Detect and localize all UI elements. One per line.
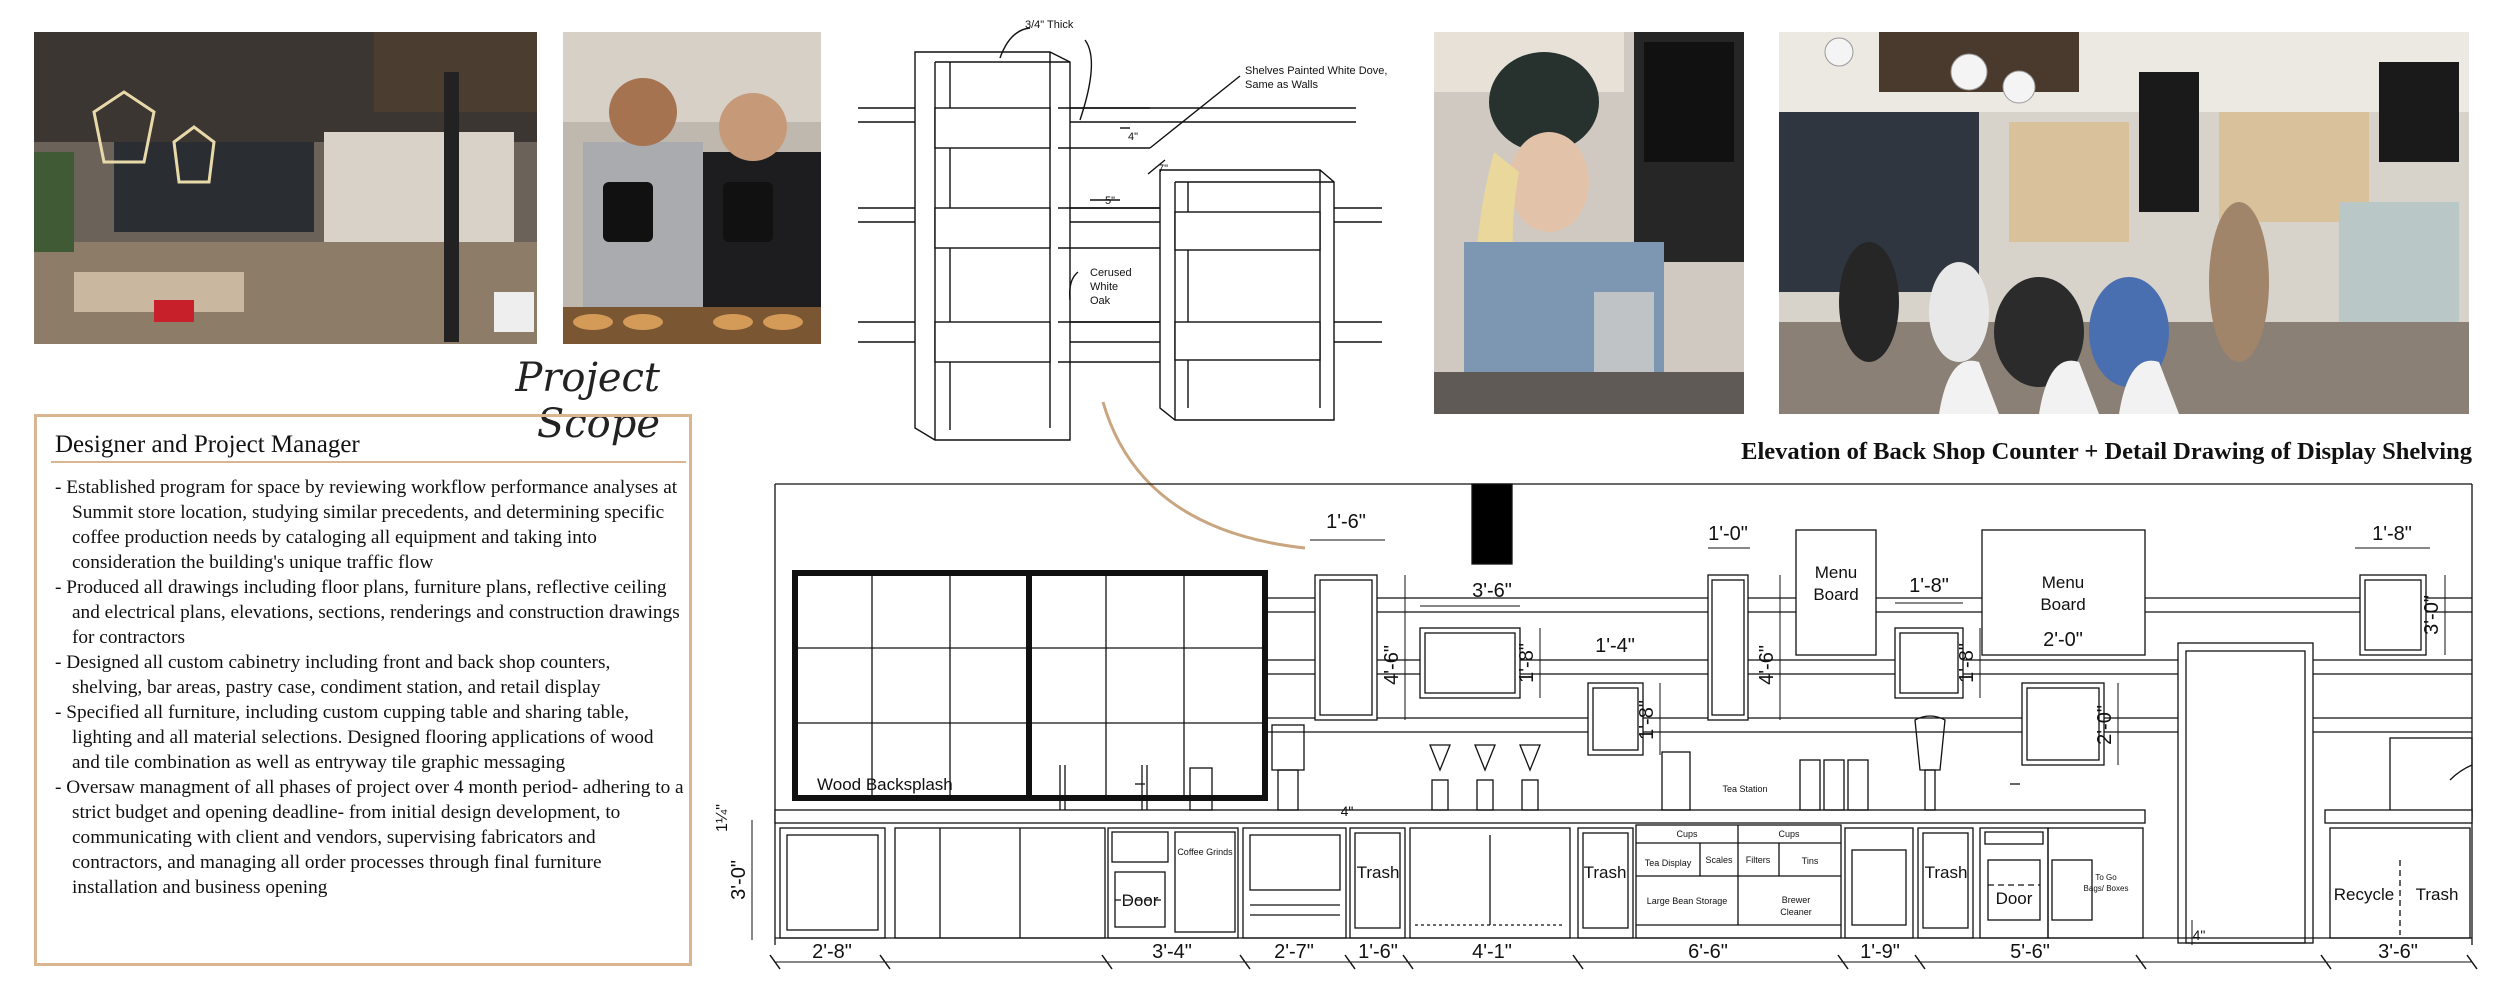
dim-left-small: 1¼" [714,804,731,832]
dim-bottom-3: 2'-7" [1274,941,1314,963]
label-painted-2: Same as Walls [1245,79,1318,91]
dim-bottom-7: 1'-9" [1860,941,1900,963]
trash-label-3: Trash [1925,863,1968,882]
dim-side-4: 4'-6" [1756,645,1778,685]
dim-side-2: 1'-8" [1516,643,1538,683]
label-painted: Shelves Painted White Dove, [1245,65,1387,77]
brewer-label: Brewer [1782,895,1811,905]
door-label-1: Door [1122,891,1159,910]
scope-item: Designed all custom cabinetry including … [55,650,685,700]
scope-item: Produced all drawings including floor pl… [55,575,685,650]
dim-left-height: 3'-0" [728,860,750,900]
cafe-interior-photo [34,32,537,344]
dim-top-5: 1'-8" [1909,575,1949,597]
menu-board-label-1a: Menu [1815,563,1858,582]
dim-4: 4" [1128,131,1138,143]
dim-bottom-1: 2'-8" [812,941,852,963]
cups-label-2: Cups [1778,829,1800,839]
cafe-patrons-counter-photo [1779,32,2469,414]
trash-label-1: Trash [1357,863,1400,882]
dim-7: 7" [1158,163,1168,175]
dim-bottom-5: 4'-1" [1472,941,1512,963]
label-thick: 3/4" Thick [1025,19,1074,31]
dim-bottom-8: 5'-6" [2010,941,2050,963]
dim-5: 5" [1105,195,1115,207]
dim-side-7: 3'-0" [2421,595,2443,635]
dim-top-1: 1'-6" [1326,511,1366,533]
label-wood-1: Cerused [1090,267,1132,279]
wood-backsplash-label: Wood Backsplash [817,775,953,794]
trash-label-4: Trash [2416,885,2459,904]
label-wood-2: White [1090,281,1118,293]
scope-divider [51,461,686,463]
barista-steaming-milk-photo [1434,32,1744,414]
cleaner-label: Cleaner [1780,907,1812,917]
menu-board-label-2a: Menu [2042,573,2085,592]
project-scope-title: Project Scope [515,355,660,447]
dim-4in-b: 4" [2193,927,2206,943]
dim-top-6: 2'-0" [2043,629,2083,651]
dim-bottom-9: 3'-6" [2378,941,2418,963]
tins-label: Tins [1802,856,1819,866]
dim-bottom-2: 3'-4" [1152,941,1192,963]
baristas-pour-over-photo [563,32,821,344]
tea-station-label: Tea Station [1722,784,1767,794]
trash-label-2: Trash [1584,863,1627,882]
bean-storage-label: Large Bean Storage [1647,896,1728,906]
scope-heading: Designer and Project Manager [55,431,360,458]
scope-item: Specified all furniture, including custo… [55,700,685,775]
tea-display-label: Tea Display [1645,858,1692,868]
scales-label: Scales [1705,855,1733,865]
project-scope-box: Designer and Project Manager Established… [34,414,692,966]
scope-list: Established program for space by reviewi… [55,475,685,900]
shelf-leader-arc [1101,401,1306,550]
scope-item: Established program for space by reviewi… [55,475,685,575]
dim-side-1: 4'-6" [1381,645,1403,685]
dim-side-5: 1'-8" [1956,643,1978,683]
dim-top-7: 1'-8" [2372,523,2412,545]
recycle-label: Recycle [2334,885,2394,904]
dim-side-3: 1'-8" [1636,700,1658,740]
to-go-label: To Go [2095,873,2117,882]
coffee-grinds-label: Coffee Grinds [1177,847,1233,857]
elevation-title: Elevation of Back Shop Counter + Detail … [1741,438,2472,465]
scope-item: Oversaw managment of all phases of proje… [55,775,685,900]
bags-label: Bags/ Boxes [2084,884,2129,893]
dim-bottom-4: 1'-6" [1358,941,1398,963]
dim-4in: 4" [1341,803,1354,819]
menu-board-label-2b: Board [2040,595,2085,614]
cups-label-1: Cups [1676,829,1698,839]
dim-top-3: 1'-4" [1595,635,1635,657]
dim-side-6: 2'-0" [2094,705,2116,745]
dim-top-2: 3'-6" [1472,580,1512,602]
dim-top-4: 1'-0" [1708,523,1748,545]
filters-label: Filters [1746,855,1771,865]
door-label-2: Door [1996,889,2033,908]
label-wood-3: Oak [1090,295,1111,307]
dim-bottom-6: 6'-6" [1688,941,1728,963]
menu-board-label-1b: Board [1813,585,1858,604]
